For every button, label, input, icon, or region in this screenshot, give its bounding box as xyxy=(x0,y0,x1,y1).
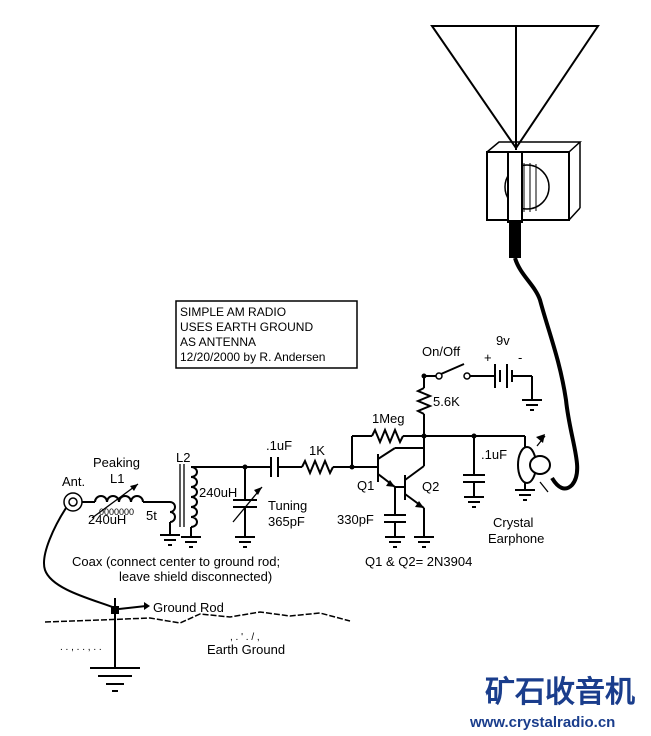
input-cap-label: .1uF xyxy=(266,438,292,453)
battery-plus: + xyxy=(484,350,492,365)
c330-label: 330pF xyxy=(337,512,374,527)
antenna-icon xyxy=(63,492,83,512)
coax-label-2: leave shield disconnected) xyxy=(119,569,272,584)
resistor-icon xyxy=(371,427,404,445)
svg-text:. . , . . , . .: . . , . . , . . xyxy=(60,642,102,653)
r1meg-label: 1Meg xyxy=(372,411,405,426)
title-line-4: 12/20/2000 by R. Andersen xyxy=(180,350,325,364)
capacitor-icon xyxy=(384,514,406,523)
watermark-chinese: 矿石收音机 xyxy=(485,675,635,709)
l1-value: 240uH xyxy=(88,512,126,527)
tuning-label: Tuning xyxy=(268,498,307,513)
watermark-url: www.crystalradio.cn xyxy=(469,714,615,731)
ground-icon xyxy=(464,496,484,508)
capacitor-icon xyxy=(270,457,279,477)
ground-icon xyxy=(90,667,140,692)
tuning-value: 365pF xyxy=(268,514,305,529)
transistor-icon xyxy=(404,465,425,509)
battery-minus: - xyxy=(518,350,522,365)
peaking-label: Peaking xyxy=(93,455,140,470)
l2-value: 240uH xyxy=(199,485,237,500)
switch-icon xyxy=(435,363,471,380)
title-line-3: AS ANTENNA xyxy=(180,335,256,349)
resistor-icon xyxy=(415,387,433,415)
l2-tap-label: 5t xyxy=(146,508,157,523)
q1-label: Q1 xyxy=(357,478,374,493)
q2-label: Q2 xyxy=(422,479,439,494)
ant-label: Ant. xyxy=(62,474,85,489)
earphone-illustration xyxy=(430,25,600,491)
resistor-icon xyxy=(301,458,334,476)
earphone-icon xyxy=(517,434,551,493)
l1-label: L1 xyxy=(110,471,124,486)
transistor-icon xyxy=(352,447,396,488)
switch-label: On/Off xyxy=(422,344,460,359)
transistor-note: Q1 & Q2= 2N3904 xyxy=(365,554,472,569)
capacitor-icon xyxy=(463,474,485,483)
ground-icon xyxy=(385,536,405,548)
r56k-label: 5.6K xyxy=(433,394,460,409)
title-box: SIMPLE AM RADIO USES EARTH GROUND AS ANT… xyxy=(175,300,358,369)
coax-label-1: Coax (connect center to ground rod; xyxy=(72,554,280,569)
battery-label: 9v xyxy=(496,333,510,348)
transformer-icon xyxy=(169,464,198,535)
ground-icon xyxy=(515,489,535,501)
ground-rod-label: Ground Rod xyxy=(153,600,224,615)
l2-label: L2 xyxy=(176,450,190,465)
output-cap-label: .1uF xyxy=(481,447,507,462)
battery-icon xyxy=(494,364,513,388)
earphone-label-1: Crystal xyxy=(493,515,534,530)
svg-text:0000000: 0000000 xyxy=(99,507,134,517)
earth-ground-label: Earth Ground xyxy=(207,642,285,657)
ground-icon xyxy=(235,536,255,548)
title-line-2: USES EARTH GROUND xyxy=(180,320,313,334)
title-line-1: SIMPLE AM RADIO xyxy=(180,305,286,319)
earphone-label-2: Earphone xyxy=(488,531,544,546)
variable-capacitor-icon xyxy=(232,486,263,523)
ground-icon xyxy=(414,536,434,548)
ground-icon xyxy=(522,399,542,411)
ground-icon xyxy=(181,536,201,548)
r1k-label: 1K xyxy=(309,443,325,458)
ground-icon xyxy=(160,534,180,546)
inductor-icon: 0000000 xyxy=(91,483,144,519)
svg-text:, . ' . / ,: , . ' . / , xyxy=(230,632,260,643)
